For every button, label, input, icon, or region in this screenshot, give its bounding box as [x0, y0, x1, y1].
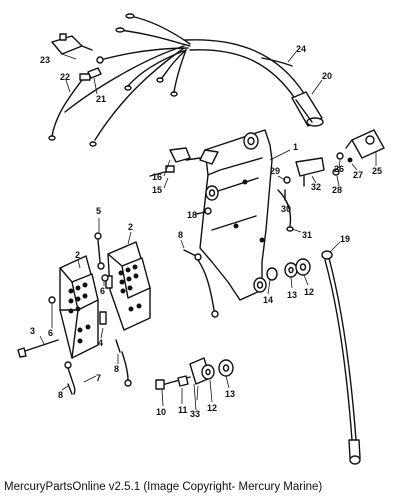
callout-22: 22: [60, 72, 70, 82]
wire-22: [48, 73, 91, 141]
copyright-caption: MercuryPartsOnline v2.5.1 (Image Copyrig…: [4, 481, 323, 493]
screw-3: [17, 339, 59, 358]
callout-2: 2: [128, 222, 133, 232]
switch-box-rear: [107, 241, 151, 331]
callout-25: 25: [372, 166, 382, 176]
washer-29: [283, 176, 291, 184]
callout-33: 33: [190, 409, 200, 419]
callout-19: 19: [340, 234, 350, 244]
callout-2: 2: [75, 250, 80, 260]
hardware-right: [266, 258, 311, 281]
callout-30: 30: [281, 204, 291, 214]
spacers-4: [99, 275, 113, 325]
callout-11: 11: [178, 405, 188, 415]
part-27: [347, 157, 353, 163]
callout-24: 24: [296, 44, 306, 54]
part-28: [332, 168, 340, 176]
callout-29: 29: [270, 166, 280, 176]
callout-3: 3: [30, 326, 35, 336]
callout-18: 18: [187, 210, 197, 220]
wires-7: [64, 351, 132, 395]
callout-1: 1: [293, 142, 298, 152]
callout-13: 13: [287, 290, 297, 300]
screw-6a: [48, 296, 56, 304]
callout-16: 16: [152, 172, 162, 182]
mounting-bracket-1: [185, 129, 273, 301]
part-25: [345, 129, 385, 159]
connector-boot-20: [291, 91, 324, 127]
plug-23: [51, 33, 93, 55]
callout-13: 13: [225, 389, 235, 399]
hardware-bottom: [155, 357, 234, 390]
bracket-32: [295, 157, 325, 187]
callout-14: 14: [263, 295, 273, 305]
callout-21: 21: [96, 94, 106, 104]
callout-5: 5: [96, 206, 101, 216]
callout-4: 4: [98, 338, 103, 348]
callout-31: 31: [302, 230, 312, 240]
exploded-parts-diagram: 1 2 2 3 4 5 6 6 7 8 8 8 10 11 12 12 13 1…: [17, 13, 385, 465]
callout-12: 12: [207, 403, 217, 413]
callout-23: 23: [40, 55, 50, 65]
wire-5: [94, 232, 105, 270]
ground-strap-19: [321, 250, 361, 465]
switch-box-front: [59, 255, 99, 359]
callout-28: 28: [332, 185, 342, 195]
callout-12: 12: [304, 287, 314, 297]
callout-27: 27: [353, 170, 363, 180]
callout-32: 32: [311, 182, 321, 192]
callout-8: 8: [114, 364, 119, 374]
wiring-harness: [48, 13, 324, 147]
callout-labels: 1 2 2 3 4 5 6 6 7 8 8 8 10 11 12 12 13 1…: [30, 44, 382, 419]
callout-15: 15: [152, 185, 162, 195]
callout-20: 20: [322, 71, 332, 81]
callout-10: 10: [156, 407, 166, 417]
callout-7: 7: [96, 373, 101, 383]
screw-15: [149, 165, 175, 177]
wire-center: [197, 259, 219, 318]
screw-6b: [101, 274, 109, 282]
clip-16: [169, 147, 191, 163]
callout-8: 8: [178, 230, 183, 240]
callout-8: 8: [58, 390, 63, 400]
leader-lines: [39, 51, 377, 411]
part-26: [336, 152, 344, 160]
callout-26: 26: [334, 164, 344, 174]
callout-6: 6: [48, 328, 53, 338]
callout-6: 6: [100, 286, 105, 296]
